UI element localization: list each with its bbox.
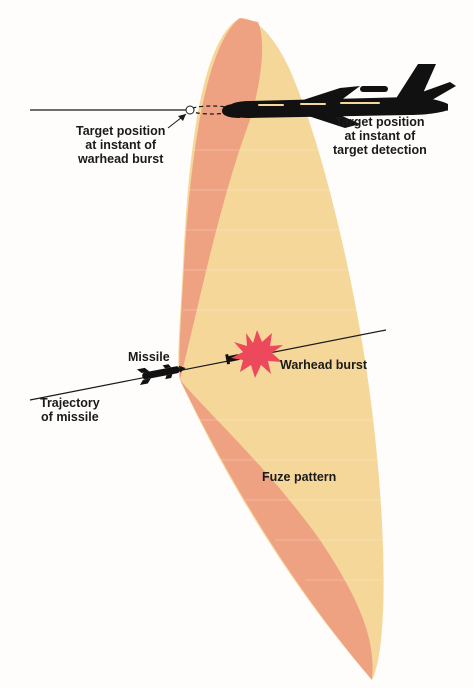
label-warhead-burst: Warhead burst bbox=[280, 358, 368, 372]
fuze-pattern-inner-band-lower bbox=[180, 380, 373, 680]
label-fuze-pattern: Fuze pattern bbox=[262, 470, 337, 484]
target-burst-point bbox=[185, 105, 195, 115]
label-target-burst: Target position at instant of warhead bu… bbox=[76, 124, 166, 166]
label-trajectory: Trajectory of missile bbox=[40, 396, 100, 424]
warhead-burst bbox=[231, 330, 283, 378]
aircraft-windows bbox=[258, 102, 380, 106]
label-target-detection: Target position at instant of target det… bbox=[333, 115, 427, 157]
missile-trajectory bbox=[29, 329, 387, 401]
label-missile: Missile bbox=[128, 350, 170, 364]
fuze-texture bbox=[183, 149, 383, 581]
target-aircraft bbox=[222, 64, 456, 128]
fuze-pattern-lobe bbox=[178, 18, 384, 680]
target-burst-arrowhead bbox=[178, 114, 186, 121]
missile-body bbox=[136, 364, 186, 386]
